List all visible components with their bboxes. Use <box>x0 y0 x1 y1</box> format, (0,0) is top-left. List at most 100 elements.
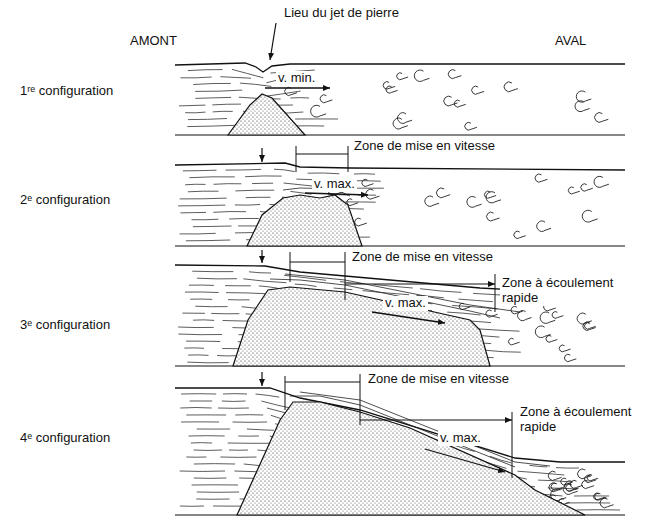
hatch-line <box>181 393 216 394</box>
hatch-line <box>183 170 217 172</box>
hatch-line <box>188 354 208 356</box>
hatch-line <box>180 407 211 409</box>
hatch-line <box>235 190 274 192</box>
hatch-line <box>459 299 493 302</box>
zone-label: Zone à écoulement rapide <box>518 405 642 435</box>
eddy <box>600 498 614 507</box>
hatch-line <box>228 299 250 300</box>
hatch-line <box>180 212 206 214</box>
hatch-line <box>574 495 609 496</box>
eddy <box>581 184 593 191</box>
eddy <box>362 179 374 186</box>
hatch-line <box>187 125 235 126</box>
eddy <box>347 199 358 206</box>
eddy <box>485 191 497 198</box>
hatch-line <box>194 463 235 464</box>
hatch-line <box>225 285 251 286</box>
eddy <box>509 338 520 344</box>
hatch-line <box>180 471 225 472</box>
zone-label: Zone de mise en vitesse <box>352 139 497 154</box>
eddy <box>552 312 563 319</box>
eddy <box>465 122 477 130</box>
hatch-line <box>218 408 249 409</box>
hatch-line <box>229 450 248 451</box>
hatch-line <box>180 506 204 507</box>
hatch-line <box>193 83 231 84</box>
hatch-line <box>188 191 219 193</box>
eddy <box>504 82 518 92</box>
hatch-line <box>191 442 212 443</box>
hatch-line <box>192 219 219 221</box>
river-beds <box>175 135 625 515</box>
hatch-line <box>214 183 242 185</box>
hatch-line <box>238 436 259 437</box>
hatch-line <box>252 183 273 184</box>
eddy <box>397 73 408 80</box>
hatch-line <box>185 112 205 114</box>
hatch-line <box>190 401 213 402</box>
hatch-line <box>245 175 282 177</box>
hatch-line <box>185 291 219 293</box>
hatch-line <box>374 285 413 289</box>
hatch-line <box>223 393 247 394</box>
hatch-line <box>308 172 340 174</box>
hatch-line <box>261 401 292 409</box>
hatch-line <box>228 443 271 444</box>
hatch-line <box>345 201 375 202</box>
hatch-line <box>188 70 223 71</box>
speed-label: v. max. <box>383 296 428 311</box>
hatch-line <box>247 429 274 430</box>
hatch-line <box>182 313 205 314</box>
eddy <box>549 483 562 492</box>
eddy <box>595 113 609 123</box>
eddy <box>437 188 451 198</box>
hatch-line <box>192 484 238 485</box>
eddy <box>594 176 609 187</box>
hatch-line <box>186 240 230 242</box>
hatch-line <box>187 362 228 364</box>
throw-arrows <box>262 23 276 386</box>
hatch-line <box>178 205 225 207</box>
hatch-line <box>217 355 237 356</box>
eddy <box>537 221 551 231</box>
hatch-line <box>178 334 222 336</box>
hatch-line <box>197 429 230 430</box>
eddy <box>578 469 592 479</box>
eddy <box>540 312 555 323</box>
zone-label: Zone à écoulement rapide <box>500 276 626 306</box>
eddy <box>548 471 561 480</box>
eddy <box>587 475 598 481</box>
hatch-line <box>478 329 519 331</box>
eddy <box>320 95 332 103</box>
eddy <box>393 118 408 129</box>
hatch-line <box>518 471 565 475</box>
hatch-line <box>196 499 229 500</box>
speed-label: v. min. <box>276 71 317 86</box>
zone-label: Zone de mise en vitesse <box>350 250 495 265</box>
eddy <box>561 478 572 485</box>
hatch-line <box>180 198 227 200</box>
zone-label: Zone de mise en vitesse <box>366 372 511 387</box>
eddy <box>472 86 484 94</box>
config-label: 1ʳᵉ configuration <box>18 84 115 99</box>
hatch-line <box>195 90 242 91</box>
hatch-line <box>180 233 216 235</box>
hatch-line <box>256 394 280 397</box>
eddy <box>311 105 326 117</box>
hatch-line <box>189 176 234 178</box>
hatch-line <box>184 347 204 348</box>
eddy <box>448 70 461 79</box>
hatch-line <box>290 97 309 98</box>
hatch-line <box>577 509 621 510</box>
hatch-line <box>185 184 205 186</box>
eddy <box>414 70 429 81</box>
hatch-line <box>226 293 270 294</box>
side-label: AVAL <box>553 34 588 49</box>
hatch-line <box>240 83 272 86</box>
hatch-line <box>179 105 205 107</box>
hatch-line <box>186 457 206 458</box>
hatch-line <box>295 118 338 119</box>
eddy <box>570 480 582 488</box>
eddy <box>568 187 579 194</box>
speed-label: v. max. <box>438 431 483 446</box>
